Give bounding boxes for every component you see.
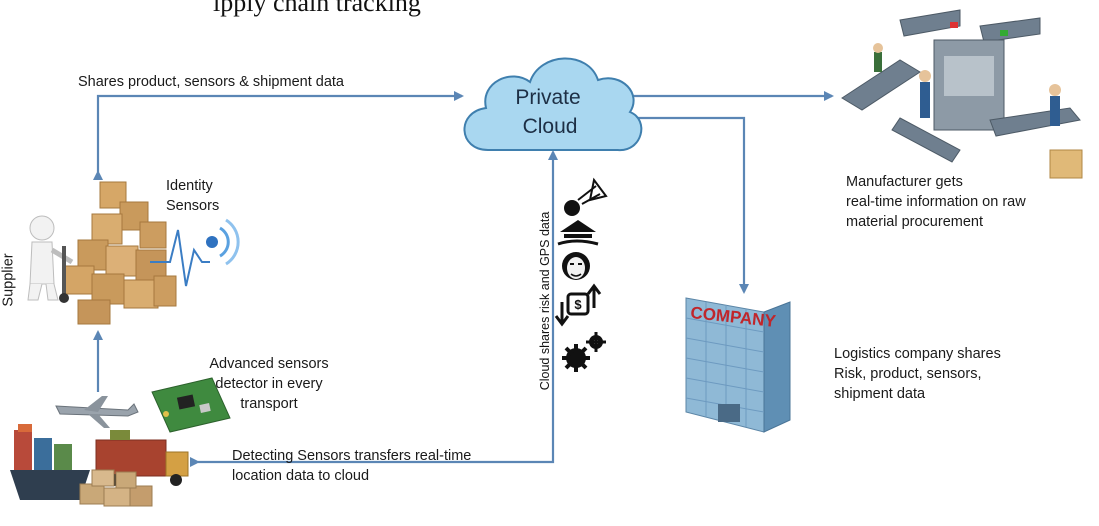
supplier-label: Supplier (0, 253, 17, 307)
arrow-cloud-company (604, 113, 749, 294)
ship (10, 424, 90, 500)
logistics-label: Logistics company shares Risk, product, … (834, 344, 1001, 404)
arrow-supplier-cloud (93, 91, 464, 180)
meteor-icon (564, 177, 608, 216)
cloud-shares-label: Cloud shares risk and GPS data (538, 211, 552, 391)
detecting-sensors-label: Detecting Sensors transfers real-time lo… (232, 446, 471, 486)
manufacturer-line3: material procurement (846, 214, 983, 230)
factory-illustration (841, 9, 1083, 179)
shares-data-label: Shares product, sensors & shipment data (78, 74, 344, 90)
cloud-label-line1: Private (515, 86, 580, 109)
manufacturer-line1: Manufacturer gets (846, 174, 963, 190)
supplier-figure (27, 215, 74, 303)
private-cloud: Private Cloud (463, 57, 643, 152)
advanced-line2: detector in every (215, 376, 323, 392)
logistics-line2: Risk, product, sensors, (834, 366, 982, 382)
gears-icon (562, 332, 606, 372)
logistics-line1: Logistics company shares (834, 346, 1001, 362)
anonymous-mask-icon (562, 252, 590, 280)
detecting-line2: location data to cloud (232, 468, 370, 484)
wifi-signal-icon (206, 218, 240, 266)
truck (95, 430, 189, 486)
manufacturer-label: Manufacturer gets real-time information … (846, 172, 1026, 232)
supplier-illustration (27, 181, 240, 325)
risk-icons: $ (554, 177, 608, 372)
diagram-title-fragment: ipply chain tracking (213, 0, 421, 17)
identity-sensors-line1: Identity (166, 178, 213, 194)
company-building: COMPANY (685, 297, 791, 433)
money-exchange-icon: $ (554, 283, 602, 327)
logistics-line3: shipment data (834, 386, 926, 402)
advanced-sensors-label: Advanced sensors detector in every trans… (204, 354, 334, 414)
box-pile (79, 469, 153, 507)
detecting-line1: Detecting Sensors transfers real-time (232, 448, 472, 464)
landmark-icon (557, 220, 599, 246)
signal-pulse-line (150, 229, 210, 287)
cardboard-boxes (63, 181, 177, 325)
manufacturer-line2: real-time information on raw (846, 194, 1026, 210)
airplane-icon (55, 396, 139, 428)
advanced-line3: transport (240, 396, 298, 412)
arrow-transport-cloud (190, 150, 558, 467)
svg-text:$: $ (574, 297, 582, 312)
circuit-board-icon (151, 377, 231, 433)
identity-sensors-label: Identity Sensors (166, 176, 219, 216)
advanced-line1: Advanced sensors (209, 356, 329, 372)
transport-illustration (10, 377, 231, 507)
cloud-label-line2: Cloud (523, 115, 578, 138)
identity-sensors-line2: Sensors (166, 198, 220, 214)
